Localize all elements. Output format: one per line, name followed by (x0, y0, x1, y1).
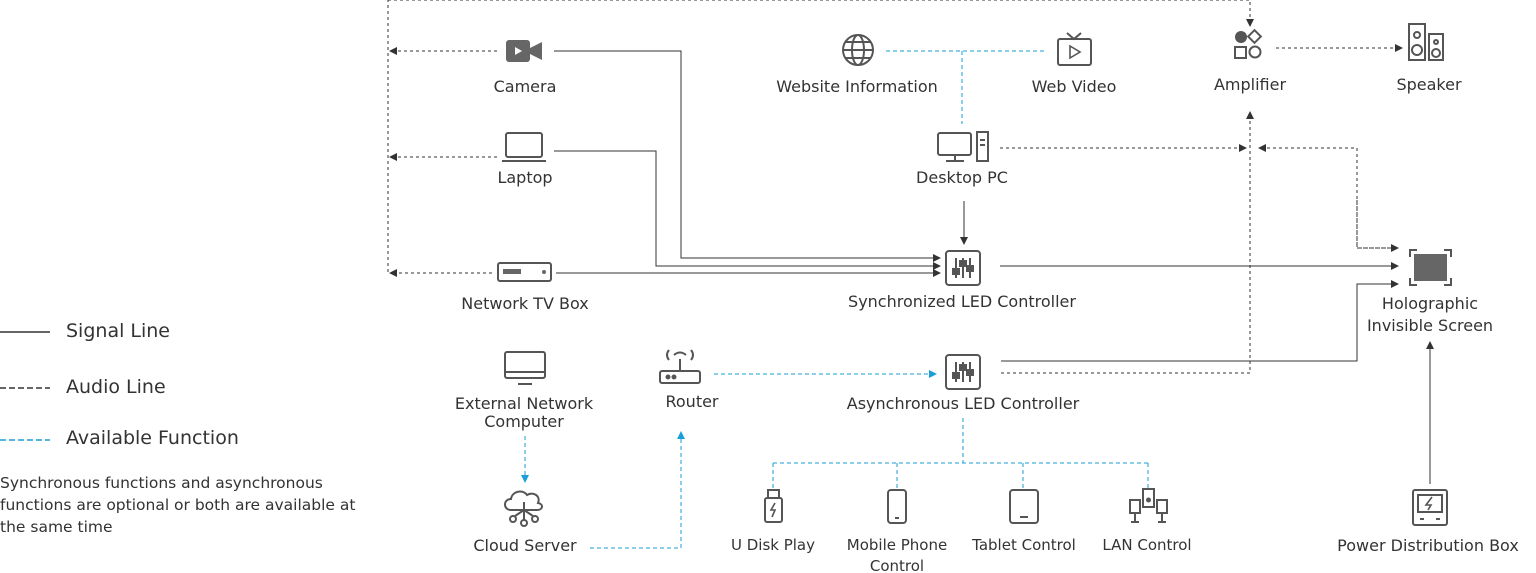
legend-audio-line: Audio Line (66, 376, 166, 398)
audio-line-holographic-in (1356, 200, 1399, 252)
audio-line-async-amplifier (1001, 111, 1254, 374)
legend-signal-line: Signal Line (66, 320, 170, 342)
external-computer-label-line2: Computer (484, 412, 564, 431)
lan-control-icon (1129, 488, 1168, 523)
power-distribution-box-label: Power Distribution Box (1337, 536, 1519, 555)
desktop-pc-icon (937, 131, 989, 162)
laptop-icon (502, 132, 546, 162)
u-disk-play-label: U Disk Play (730, 536, 816, 554)
tablet-control-label: Tablet Control (972, 536, 1076, 554)
router-label: Router (665, 392, 719, 411)
signal-line-async-holo (1001, 280, 1399, 362)
cloud-server-label: Cloud Server (473, 536, 577, 555)
holographic-label-line1: Holographic (1381, 294, 1479, 313)
holographic-screen-icon (1409, 249, 1452, 286)
amplifier-label: Amplifier (1213, 75, 1287, 94)
speaker-label: Speaker (1396, 75, 1462, 94)
tv-box-icon (497, 262, 552, 282)
website-information-label: Website Information (776, 77, 938, 96)
network-tv-box-label: Network TV Box (461, 294, 589, 313)
legend-available-function: Available Function (66, 427, 239, 449)
signal-line-laptop (554, 150, 941, 270)
async-controller-icon (945, 354, 981, 390)
legend-note: Synchronous functions and asynchronous f… (0, 474, 356, 536)
mobile-phone-label-line2: Control (869, 557, 925, 573)
desktop-pc-label: Desktop PC (916, 168, 1008, 187)
laptop-label: Laptop (497, 168, 553, 187)
external-computer-label-line1: External Network (454, 394, 594, 413)
mobile-phone-label-line1: Mobile Phone (846, 536, 948, 554)
power-box-icon (1412, 489, 1448, 526)
signal-line-camera (554, 50, 941, 262)
monitor-icon (504, 351, 546, 385)
speaker-icon (1408, 23, 1444, 61)
audio-line-holographic (1258, 144, 1398, 249)
tablet-icon (1009, 489, 1039, 524)
lan-control-label: LAN Control (1102, 536, 1192, 554)
async-controller-label: Asynchronous LED Controller (846, 394, 1080, 413)
usb-disk-icon (764, 489, 783, 523)
sync-controller-label: Synchronized LED Controller (848, 292, 1076, 311)
web-video-label: Web Video (1031, 77, 1117, 96)
router-icon (659, 349, 701, 384)
sync-controller-icon (945, 250, 981, 286)
holographic-label-line2: Invisible Screen (1366, 316, 1494, 335)
globe-icon (842, 34, 874, 66)
mobile-phone-icon (887, 489, 907, 524)
amplifier-icon (1234, 28, 1263, 59)
tv-icon (1057, 32, 1092, 66)
camera-label: Camera (493, 77, 557, 96)
camera-icon (506, 40, 542, 62)
function-line-cloud-router (590, 431, 685, 549)
cloud-server-icon (504, 490, 543, 527)
